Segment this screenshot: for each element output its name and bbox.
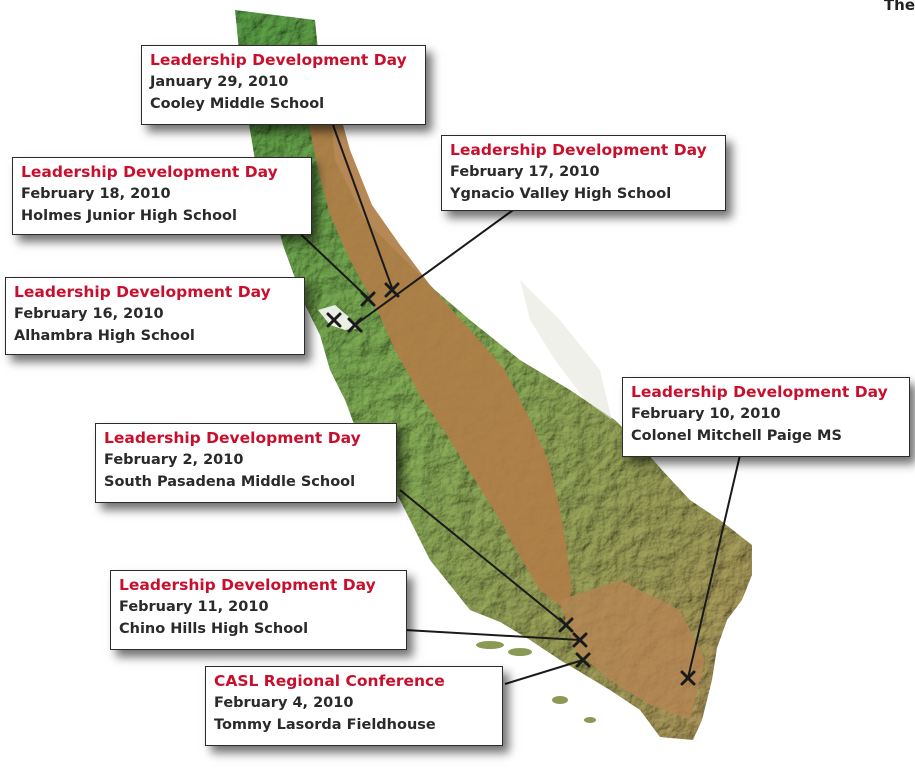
sierra-nevada xyxy=(520,280,612,420)
event-box-pasadena: Leadership Development Day February 2, 2… xyxy=(95,423,397,503)
channel-island xyxy=(552,696,568,704)
event-date: February 10, 2010 xyxy=(631,406,781,422)
header-fragment: The xyxy=(883,0,915,14)
event-box-paige: Leadership Development Day February 10, … xyxy=(622,377,910,457)
event-date: February 16, 2010 xyxy=(14,306,164,322)
event-school: South Pasadena Middle School xyxy=(104,474,356,490)
event-box-cooley: Leadership Development Day January 29, 2… xyxy=(141,45,426,125)
event-title: Leadership Development Day xyxy=(21,163,278,181)
event-title: Leadership Development Day xyxy=(150,51,407,69)
leader-line-cooley xyxy=(332,124,393,289)
leader-line-chino xyxy=(404,629,581,641)
event-date: February 2, 2010 xyxy=(104,452,244,468)
marker-alhambra xyxy=(326,312,342,328)
event-school: Ygnacio Valley High School xyxy=(450,186,672,202)
event-box-casl: CASL Regional Conference February 4, 201… xyxy=(205,666,503,746)
leader-line-paige xyxy=(687,454,741,679)
event-school: Alhambra High School xyxy=(14,328,195,344)
marker-casl xyxy=(575,652,591,668)
event-school: Holmes Junior High School xyxy=(21,208,237,224)
event-school: Cooley Middle School xyxy=(150,96,325,112)
marker-ygnacio xyxy=(347,317,363,333)
marker-holmes xyxy=(360,291,376,307)
event-school: Tommy Lasorda Fieldhouse xyxy=(214,717,436,733)
channel-island xyxy=(584,717,596,723)
leader-line-casl xyxy=(504,659,584,685)
event-title: CASL Regional Conference xyxy=(214,672,445,690)
marker-chino xyxy=(572,632,588,648)
marker-paige xyxy=(680,670,696,686)
event-box-ygnacio: Leadership Development Day February 17, … xyxy=(441,135,726,211)
leader-line-pasadena xyxy=(399,489,567,626)
event-school: Colonel Mitchell Paige MS xyxy=(631,428,842,444)
event-date: February 17, 2010 xyxy=(450,164,600,180)
leader-line-ygnacio xyxy=(354,204,521,326)
event-title: Leadership Development Day xyxy=(14,283,271,301)
channel-island xyxy=(476,641,504,649)
channel-island xyxy=(508,648,532,656)
southern-basin xyxy=(560,580,705,720)
central-valley xyxy=(305,75,572,610)
event-date: February 11, 2010 xyxy=(119,599,269,615)
event-date: February 4, 2010 xyxy=(214,695,354,711)
event-date: February 18, 2010 xyxy=(21,186,171,202)
event-school: Chino Hills High School xyxy=(119,621,309,637)
event-title: Leadership Development Day xyxy=(119,576,376,594)
marker-pasadena xyxy=(558,617,574,633)
event-date: January 29, 2010 xyxy=(150,74,289,90)
san-francisco-bay xyxy=(318,305,360,330)
event-box-chino: Leadership Development Day February 11, … xyxy=(110,570,407,650)
event-title: Leadership Development Day xyxy=(631,383,888,401)
event-box-holmes: Leadership Development Day February 18, … xyxy=(12,157,312,235)
marker-cooley xyxy=(384,282,400,298)
event-title: Leadership Development Day xyxy=(104,429,361,447)
event-title: Leadership Development Day xyxy=(450,141,707,159)
event-box-alhambra: Leadership Development Day February 16, … xyxy=(5,277,305,355)
